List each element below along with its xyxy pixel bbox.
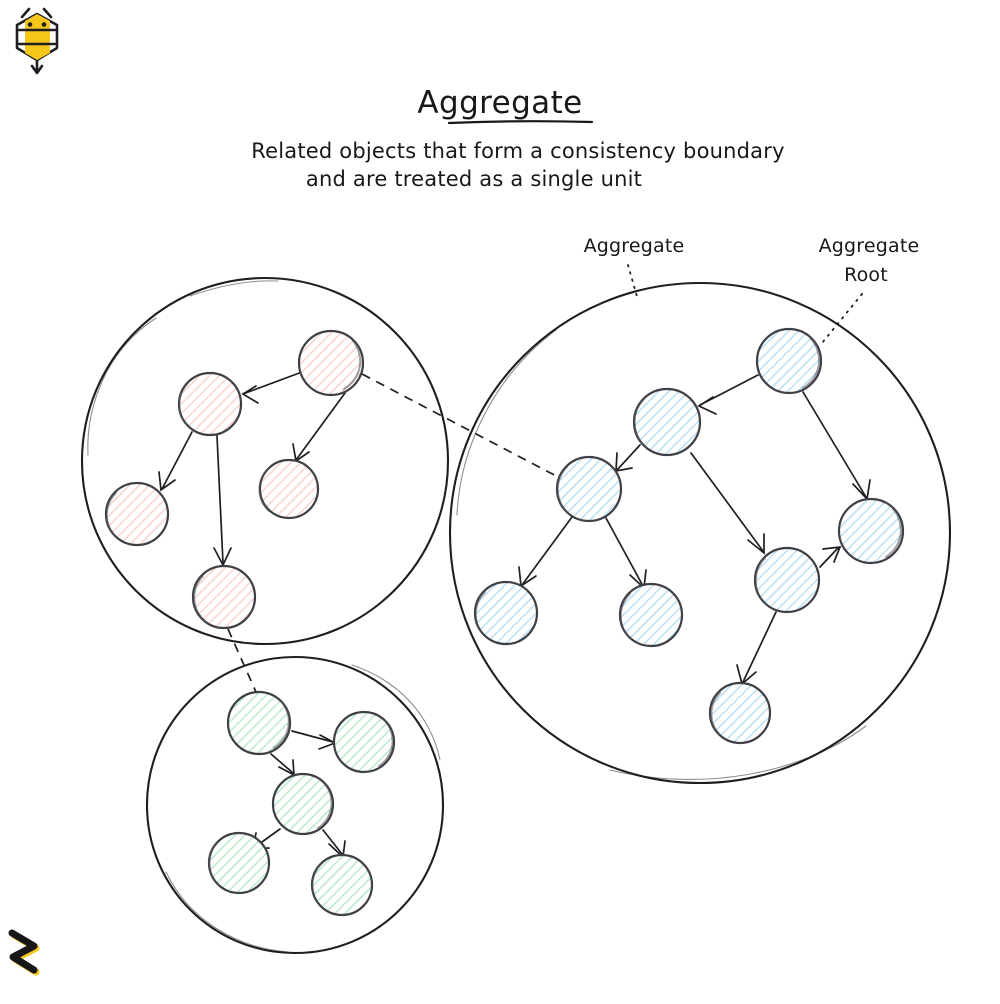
blue-boundary-stroke: [448, 281, 952, 785]
green-boundary-stroke: [145, 655, 445, 955]
subtitle-line-2: and are treated as a single unit: [306, 167, 642, 191]
pink-node-entity[interactable]: [104, 481, 170, 547]
edge-b3-b6: [521, 516, 573, 586]
pink-node-entity[interactable]: [177, 371, 243, 437]
dashed-reference-pink-to-green: [227, 628, 257, 693]
cross-aggregate-references: [227, 373, 561, 693]
blue-node-root[interactable]: [755, 327, 823, 395]
blue-node-entity[interactable]: [708, 681, 772, 745]
blue-boundary-sketch-overlay-2: [609, 725, 867, 781]
edge-b1-b4: [802, 391, 867, 498]
blue-edges: [518, 374, 871, 686]
subtitle-line-1: Related objects that form a consistency …: [251, 139, 784, 163]
green-node-entity[interactable]: [310, 853, 374, 917]
pink-node-entity[interactable]: [258, 458, 320, 520]
page-subtitle: Related objects that form a consistency …: [251, 139, 784, 191]
blue-node-entity[interactable]: [555, 455, 623, 523]
blue-node-entity[interactable]: [473, 580, 539, 646]
edge-g1-g2: [291, 730, 334, 743]
green-boundary-sketch-overlay-2: [165, 871, 289, 953]
aggregate-root-callout: Aggregate Root: [819, 235, 920, 344]
zigzag-signature-mark-icon: [8, 929, 40, 976]
aggregate-root-callout-line-2: Root: [844, 264, 888, 286]
blue-node-entity[interactable]: [753, 546, 821, 614]
blue-boundary-sketch-overlay: [456, 329, 557, 516]
edge-g1-g3: [270, 753, 294, 774]
arrowhead-g1-g2-icon: [318, 734, 338, 750]
pink-nodes: [104, 329, 365, 630]
arrowhead-p2-p4-icon: [158, 471, 176, 492]
green-nodes: [207, 690, 396, 917]
edge-p2-p4: [161, 431, 193, 490]
page-title-text: Aggregate: [417, 85, 582, 121]
green-node-root[interactable]: [226, 690, 292, 756]
pink-node-root[interactable]: [297, 329, 365, 397]
blue-node-entity[interactable]: [632, 387, 702, 457]
pink-boundary-circle[interactable]: [80, 276, 450, 646]
dotted-leader-line-icon: [821, 293, 863, 344]
green-node-entity[interactable]: [271, 772, 335, 836]
arrowhead-b1-b2-icon: [697, 396, 717, 415]
edge-b5-b4: [819, 547, 839, 568]
edge-b2-b3: [616, 444, 641, 471]
arrowhead-p1-p2-icon: [241, 385, 259, 404]
pink-node-entity[interactable]: [191, 564, 257, 630]
blue-node-entity[interactable]: [618, 582, 684, 648]
aggregate-root-callout-line-1: Aggregate: [819, 235, 920, 257]
edge-p1-p2: [242, 371, 303, 395]
bee-hexagon-logo-icon: [15, 7, 59, 75]
title-underline: [447, 120, 594, 125]
aggregate-callout-label: Aggregate: [584, 235, 685, 257]
green-boundary-circle[interactable]: [145, 655, 445, 955]
edge-p2-p5: [216, 435, 224, 564]
edge-b5-b8: [742, 611, 777, 683]
blue-nodes: [473, 327, 905, 745]
edge-g3-g5: [322, 829, 343, 855]
edge-p1-p3: [295, 392, 346, 461]
arrowhead-b5-b4-icon: [822, 545, 842, 563]
blue-boundary-circle[interactable]: [448, 281, 952, 785]
edge-b3-b7: [605, 517, 644, 587]
blue-node-entity[interactable]: [837, 497, 905, 565]
edge-b2-b5: [690, 452, 764, 552]
pink-boundary-sketch-overlay: [87, 317, 157, 456]
dotted-leader-line-icon: [627, 264, 639, 301]
green-boundary-sketch-overlay: [351, 664, 441, 761]
green-node-entity[interactable]: [207, 831, 271, 895]
pink-boundary-sketch-overlay-2: [189, 280, 279, 297]
aggregate-callout: Aggregate: [584, 235, 685, 301]
green-node-entity[interactable]: [332, 710, 396, 774]
page-title: Aggregate: [417, 85, 594, 125]
pink-boundary-stroke: [80, 276, 450, 646]
dashed-reference-pink-to-blue: [361, 373, 561, 479]
arrowhead-b2-b5-icon: [747, 533, 765, 555]
